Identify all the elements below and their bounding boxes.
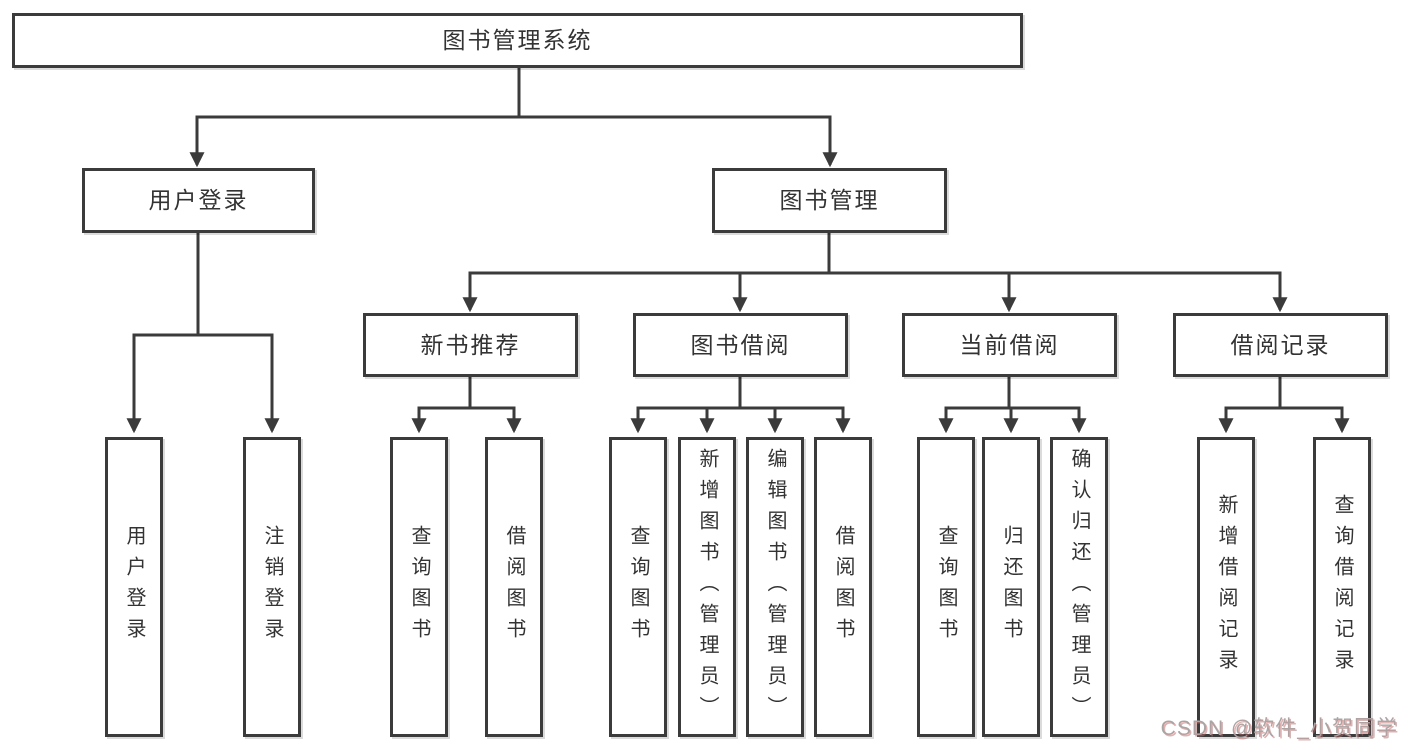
node-leaf-borrow-books: 借阅图书 (814, 437, 872, 737)
node-label: 用户登录 (123, 525, 145, 649)
node-leaf-add-borrow-record: 新增借阅记录 (1197, 437, 1255, 737)
node-new-book-recommend: 新书推荐 (363, 313, 578, 377)
node-current-borrow: 当前借阅 (902, 313, 1117, 377)
node-leaf-query-books: 查询图书 (917, 437, 975, 737)
node-leaf-borrow-books: 借阅图书 (485, 437, 543, 737)
node-user-login: 用户登录 (82, 168, 315, 233)
node-label: 借阅记录 (1230, 331, 1331, 358)
connector-new-book-branch (411, 377, 522, 434)
node-book-management: 图书管理 (712, 168, 947, 233)
connector-current-borrow-branch (938, 377, 1087, 434)
node-label: 图书管理 (779, 187, 880, 213)
node-leaf-return-books: 归还图书 (982, 437, 1040, 737)
csdn-watermark: CSDN @软件_小贺同学 (1160, 717, 1398, 740)
node-borrow-record: 借阅记录 (1173, 313, 1388, 377)
node-label: 图书借阅 (690, 331, 791, 358)
node-label: 查询借阅记录 (1331, 494, 1353, 680)
node-leaf-add-books-admin: 新增图书（管理员） (678, 437, 736, 737)
node-label: 编辑图书（管理员） (764, 447, 786, 727)
node-leaf-confirm-return-admin: 确认归还（管理员） (1050, 437, 1108, 737)
node-leaf-logout: 注销登录 (243, 437, 301, 737)
connector-book-borrow-branch (630, 377, 851, 434)
node-label: 借阅图书 (503, 525, 525, 649)
connector-borrow-record-branch (1218, 377, 1350, 434)
node-leaf-query-books: 查询图书 (609, 437, 667, 737)
node-label: 当前借阅 (959, 331, 1060, 358)
connector-user-login-branch (126, 233, 280, 434)
connector-root-branch (189, 68, 838, 168)
node-label: 新书推荐 (420, 331, 521, 358)
node-book-borrow: 图书借阅 (633, 313, 848, 377)
node-leaf-user-login: 用户登录 (105, 437, 163, 737)
node-label: 用户登录 (148, 187, 249, 213)
connector-book-management-branch (462, 233, 1288, 313)
node-leaf-query-books: 查询图书 (390, 437, 448, 737)
node-label: 确认归还（管理员） (1068, 447, 1090, 727)
node-label: 借阅图书 (832, 525, 854, 649)
node-leaf-query-borrow-record: 查询借阅记录 (1313, 437, 1371, 737)
node-leaf-edit-books-admin: 编辑图书（管理员） (746, 437, 804, 737)
node-label: 图书管理系统 (442, 27, 593, 53)
node-label: 查询图书 (408, 525, 430, 649)
node-label: 归还图书 (1000, 525, 1022, 649)
node-library-management-system: 图书管理系统 (12, 13, 1023, 68)
node-label: 新增图书（管理员） (696, 447, 718, 727)
node-label: 查询图书 (935, 525, 957, 649)
node-label: 新增借阅记录 (1215, 494, 1237, 680)
node-label: 注销登录 (261, 525, 283, 649)
node-label: 查询图书 (627, 525, 649, 649)
